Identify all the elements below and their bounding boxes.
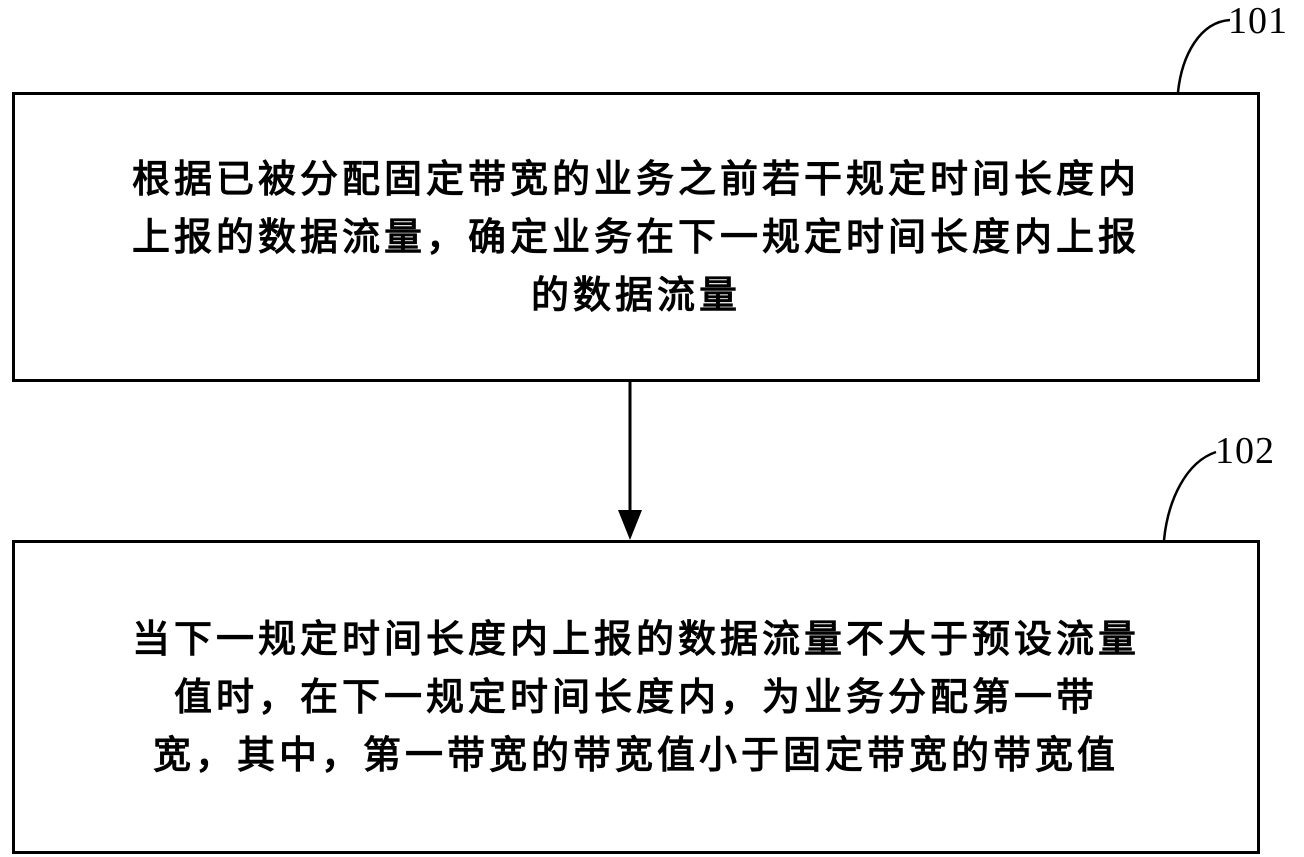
step-102-text: 当下一规定时间长度内上报的数据流量不大于预设流量 值时，在下一规定时间长度内，为…: [15, 610, 1257, 784]
step-101-box: 根据已被分配固定带宽的业务之前若干规定时间长度内 上报的数据流量，确定业务在下一…: [12, 92, 1260, 382]
step-101-leader-line: [1176, 18, 1231, 93]
step-102-label: 102: [1215, 430, 1275, 472]
flow-arrow-head: [618, 510, 642, 540]
step-102-leader-line: [1162, 450, 1217, 541]
step-102-line-1: 当下一规定时间长度内上报的数据流量不大于预设流量: [131, 617, 1140, 661]
step-102-line-3: 宽，其中，第一带宽的带宽值小于固定带宽的带宽值: [152, 733, 1119, 777]
step-101-text: 根据已被分配固定带宽的业务之前若干规定时间长度内 上报的数据流量，确定业务在下一…: [15, 150, 1257, 324]
step-102-line-2: 值时，在下一规定时间长度内，为业务分配第一带: [173, 675, 1098, 719]
step-101-line-2: 上报的数据流量，确定业务在下一规定时间长度内上报: [131, 215, 1140, 259]
step-101-line-3: 的数据流量: [530, 273, 741, 317]
step-102-box: 当下一规定时间长度内上报的数据流量不大于预设流量 值时，在下一规定时间长度内，为…: [12, 540, 1260, 854]
step-101-line-1: 根据已被分配固定带宽的业务之前若干规定时间长度内: [131, 157, 1140, 201]
step-101-label: 101: [1228, 0, 1288, 42]
